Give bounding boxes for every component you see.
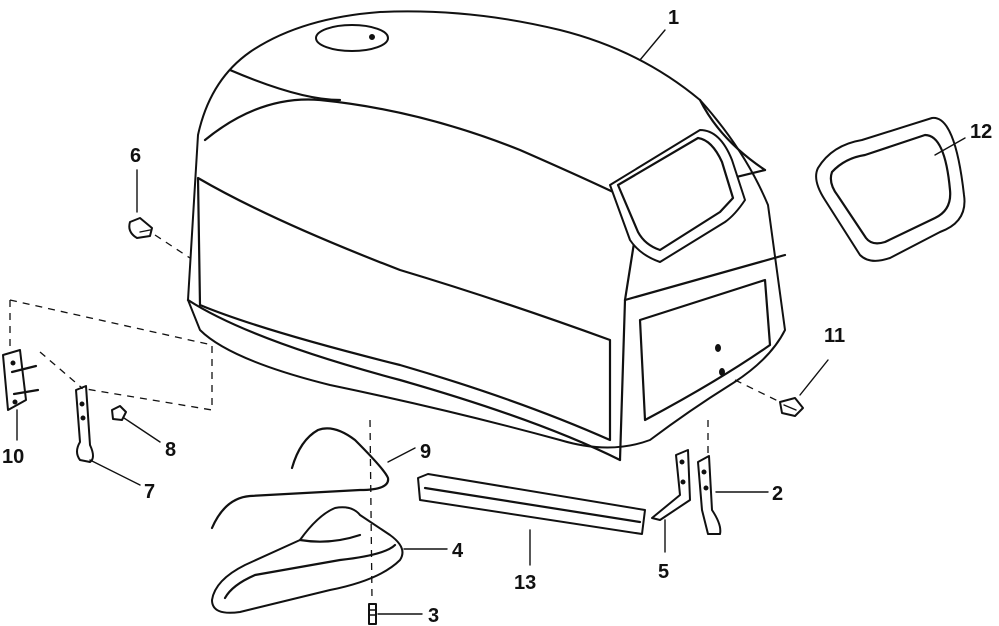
latch-arm-part-7 bbox=[75, 385, 94, 463]
assembly-dash-left bbox=[9, 299, 213, 411]
callout-12: 12 bbox=[970, 121, 992, 143]
screw-part-11 bbox=[779, 397, 804, 417]
callout-13: 13 bbox=[514, 572, 536, 594]
screw-part-6 bbox=[128, 217, 153, 239]
leader-dash-6 bbox=[154, 234, 191, 259]
callout-10: 10 bbox=[2, 446, 24, 468]
callout-6: 6 bbox=[130, 145, 141, 167]
callout-9: 9 bbox=[420, 441, 431, 463]
callout-labels: 1 2 3 4 5 6 7 8 9 10 11 12 13 bbox=[2, 7, 992, 626]
callout-3: 3 bbox=[428, 605, 439, 626]
rail-part-13 bbox=[417, 473, 646, 535]
assembly-dash-center bbox=[369, 419, 373, 601]
leader-lines bbox=[16, 29, 966, 615]
assembly-dash-left-3 bbox=[39, 351, 83, 389]
cable-part-9 bbox=[210, 427, 390, 530]
leader-dash-11 bbox=[734, 379, 781, 403]
engine-cover-part bbox=[186, 10, 787, 462]
callout-11: 11 bbox=[824, 325, 845, 347]
callout-1: 1 bbox=[668, 7, 679, 29]
vent-grille-part bbox=[815, 116, 966, 262]
lower-tray-part-4 bbox=[211, 506, 404, 614]
callout-4: 4 bbox=[452, 540, 464, 562]
bracket-plate-part-10 bbox=[2, 349, 40, 411]
nut-part-8 bbox=[111, 405, 127, 421]
callout-8: 8 bbox=[165, 439, 176, 461]
bracket-part-2 bbox=[697, 455, 722, 535]
callout-5: 5 bbox=[658, 561, 669, 583]
bracket-part-5 bbox=[651, 449, 691, 521]
screw-part-3 bbox=[368, 603, 377, 625]
callout-7: 7 bbox=[144, 481, 155, 503]
callout-2: 2 bbox=[772, 483, 783, 505]
